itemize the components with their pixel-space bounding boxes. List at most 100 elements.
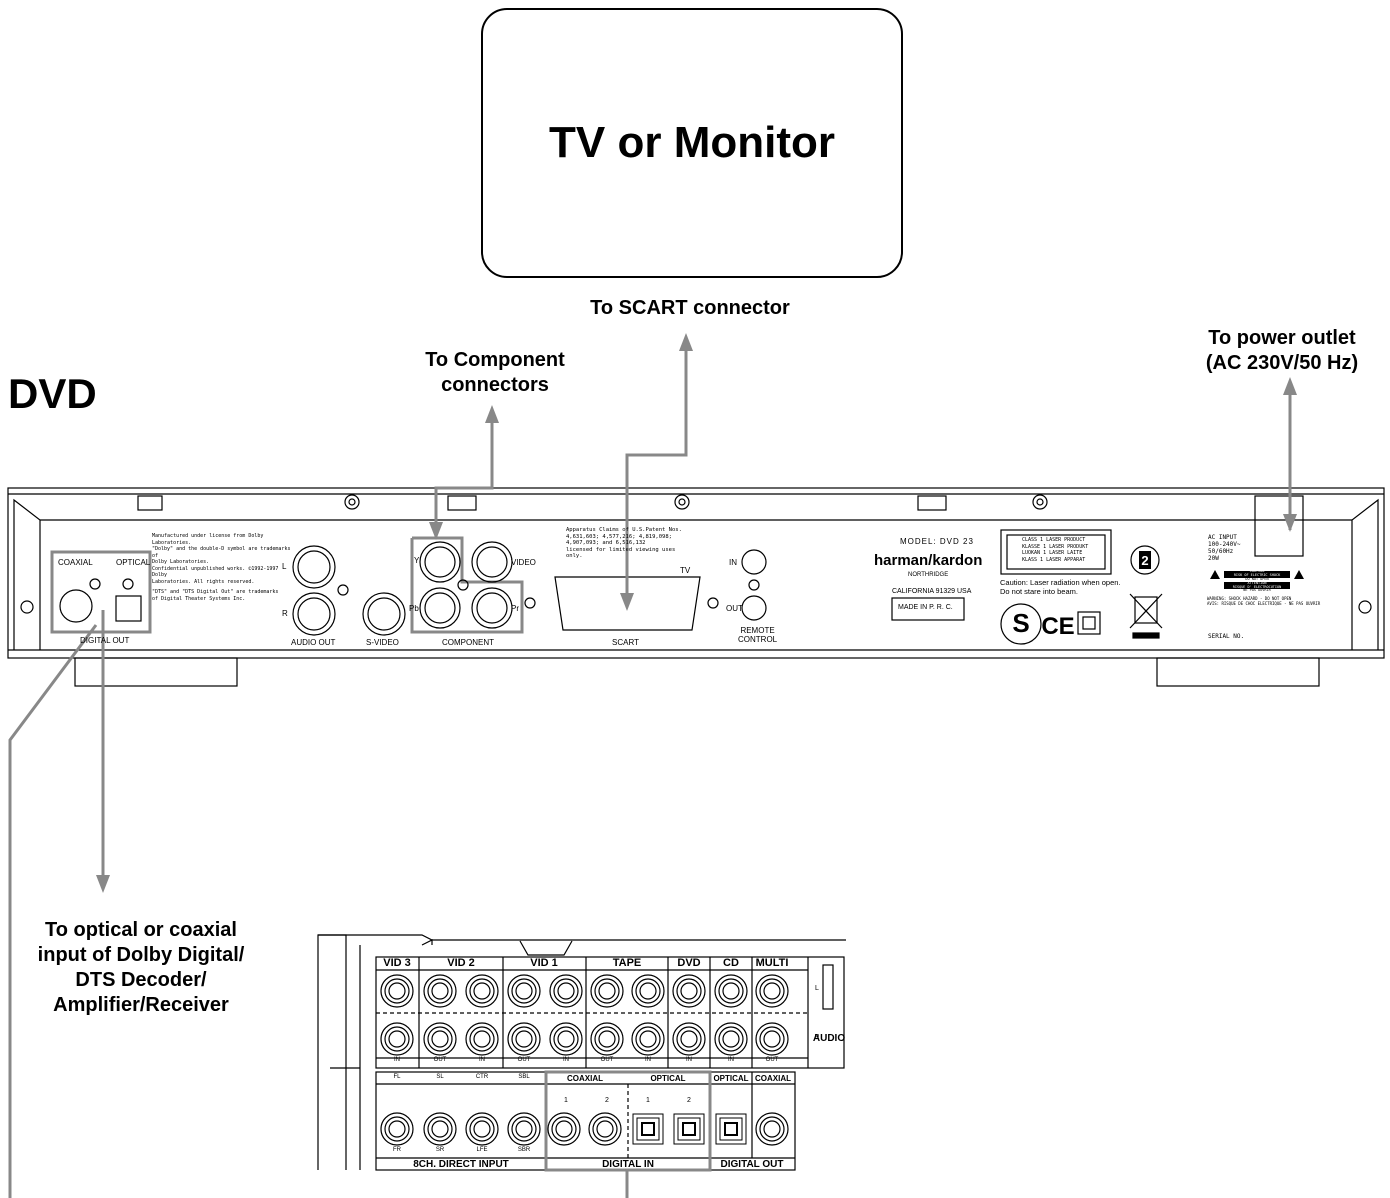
component-callout-line2: connectors (441, 374, 549, 396)
direct-input-top-label: SBL (518, 1074, 530, 1080)
remote-jacks (741, 549, 767, 621)
digital-out-coaxial-jack (755, 1112, 789, 1146)
audio-l-label: L (282, 562, 287, 571)
direct-input-label: 8CH. DIRECT INPUT (413, 1159, 509, 1170)
brand-logo: harman/kardon (874, 552, 983, 569)
digital-in-num-label: 1 (646, 1097, 650, 1104)
remote-in-label: IN (729, 558, 737, 567)
laser-line: CLASS 1 LASER PRODUCT (1022, 537, 1086, 543)
digital-in-coaxial-jack (547, 1112, 581, 1146)
receiver-group-label: MULTI (755, 957, 789, 969)
dvd-coaxial-jack (59, 589, 93, 623)
digital-in-label: DIGITAL IN (602, 1159, 654, 1170)
receiver-rca-jack-r (549, 1022, 583, 1056)
ce-mark: CE (1041, 613, 1074, 640)
digital-out-optical-jack (715, 1113, 747, 1145)
receiver-io-label: OUT (433, 1057, 447, 1063)
audio-out-jacks (292, 545, 406, 636)
laser-caution-line: Do not stare into beam. (1000, 587, 1078, 596)
receiver-rca-jack-l (507, 974, 541, 1008)
dolby-notice-line: "DTS" and "DTS Digital Out" are trademar… (152, 589, 279, 595)
receiver-rca-jack-r (507, 1022, 541, 1056)
direct-input-jack (380, 1112, 414, 1146)
receiver-rca-jack-l (672, 974, 706, 1008)
digital-callout-line2: input of Dolby Digital/ (37, 944, 245, 966)
caution-no-open: DO NOT OPEN (1226, 577, 1288, 582)
power-callout: To power outlet (AC 230V/50 Hz) (1176, 326, 1388, 376)
receiver-group-label: TAPE (612, 957, 642, 969)
receiver-row-r-label: R (814, 1034, 820, 1041)
receiver-rca-jack-r (590, 1022, 624, 1056)
scart-arrow-icon (679, 333, 693, 351)
receiver-group-label: DVD (677, 957, 701, 969)
audio-out-label: AUDIO OUT (291, 638, 336, 647)
digital-callout-line4: Amplifier/Receiver (53, 994, 229, 1016)
made-in-label: MADE IN P. R. C. (898, 604, 953, 611)
direct-input-jack (465, 1112, 499, 1146)
receiver-rca-jack-l (380, 974, 414, 1008)
ac-line: AC INPUT (1208, 534, 1237, 541)
receiver-jacks (380, 974, 789, 1146)
direct-input-bottom-label: LFE (476, 1147, 488, 1153)
digital-in-optical-label: OPTICAL (650, 1074, 686, 1083)
digital-out-label: DIGITAL OUT (80, 636, 130, 645)
digital-in-optical-jack (673, 1113, 705, 1145)
warning-label: WARNING: SHOCK HAZARD - DO NOT OPEN AVIS… (1207, 596, 1320, 606)
receiver-rca-jack-l (714, 974, 748, 1008)
component-pb-label: Pb (409, 604, 419, 613)
digital-out-coaxial-label: COAXIAL (755, 1074, 791, 1083)
remote-line: CONTROL (738, 635, 778, 644)
coaxial-label: COAXIAL (58, 558, 93, 567)
digital-callout-line3: DTS Decoder/ (75, 969, 207, 991)
attention-line: RISQUE D' ELECTROCUTION (1232, 584, 1282, 589)
receiver-group-label: VID 3 (383, 957, 411, 969)
safety-s-letter: S (1012, 608, 1029, 638)
optical-label: OPTICAL (116, 558, 151, 567)
remote-line: REMOTE (740, 626, 775, 635)
california-label: CALIFORNIA 91329 USA (892, 588, 972, 595)
component-y-label: Y (414, 556, 420, 565)
dvd-chassis (7, 487, 1385, 687)
tv-monitor: TV or Monitor (481, 8, 903, 278)
attention-no-open: NE PAS OUVRIR (1226, 588, 1288, 593)
digital-out-cable-2 (8, 624, 98, 1198)
double-insulation-icon (1077, 611, 1101, 635)
direct-input-jack (507, 1112, 541, 1146)
digital-out-section (50, 550, 152, 634)
dolby-notice-line: Dolby Laboratories. (152, 559, 210, 565)
laser-caution-line: Caution: Laser radiation when open. (1000, 578, 1121, 587)
video-label: VIDEO (511, 558, 536, 567)
receiver-rca-jack-r (631, 1022, 665, 1056)
digital-in-coaxial-label: COAXIAL (567, 1074, 603, 1083)
dvd-screws (344, 494, 1048, 510)
digital-in-num-label: 2 (605, 1097, 609, 1104)
receiver-rca-jack-r (672, 1022, 706, 1056)
direct-input-top-label: CTR (475, 1074, 489, 1080)
tv-scart-label: TV (680, 566, 691, 575)
ac-line: 20W (1208, 555, 1219, 562)
attention-line: NE PAS OUVRIR (1243, 588, 1271, 592)
receiver-rca-jack-l (465, 974, 499, 1008)
receiver-io-label: IN (728, 1057, 734, 1063)
patent-line: 4,631,603; 4,577,216; 4,819,098; (566, 533, 672, 540)
dvd-optical-jack (115, 595, 142, 622)
receiver-io-label: IN (563, 1057, 569, 1063)
receiver-rca-jack-l (423, 974, 457, 1008)
dolby-notice-line: Manufactured under license from Dolby La… (152, 533, 264, 546)
northridge-label: NORTHRIDGE (908, 572, 949, 578)
direct-input-jack (423, 1112, 457, 1146)
digital-out-highlight (50, 550, 152, 634)
digital-callout-line1: To optical or coaxial (45, 919, 237, 941)
receiver-rca-jack-r (380, 1022, 414, 1056)
digital-in-num-label: 2 (687, 1097, 691, 1104)
laser-line: KLASSE 1 LASER PRODUKT (1022, 543, 1089, 550)
digital-out-optical-label: OPTICAL (713, 1074, 749, 1083)
patent-notice: Apparatus Claims of U.S.Patent Nos. 4,63… (566, 527, 686, 560)
patent-line: licensed for limited viewing uses only. (566, 546, 676, 560)
attention-label: ATTENTION RISQUE D' ELECTROCUTION (1226, 581, 1288, 589)
warning-line: AVIS: RISQUE DE CHOC ELECTRIQUE - NE PAS… (1207, 601, 1321, 606)
rating-labels (891, 529, 1163, 645)
receiver-io-label: IN (394, 1057, 400, 1063)
direct-input-bottom-label: FR (393, 1147, 401, 1153)
